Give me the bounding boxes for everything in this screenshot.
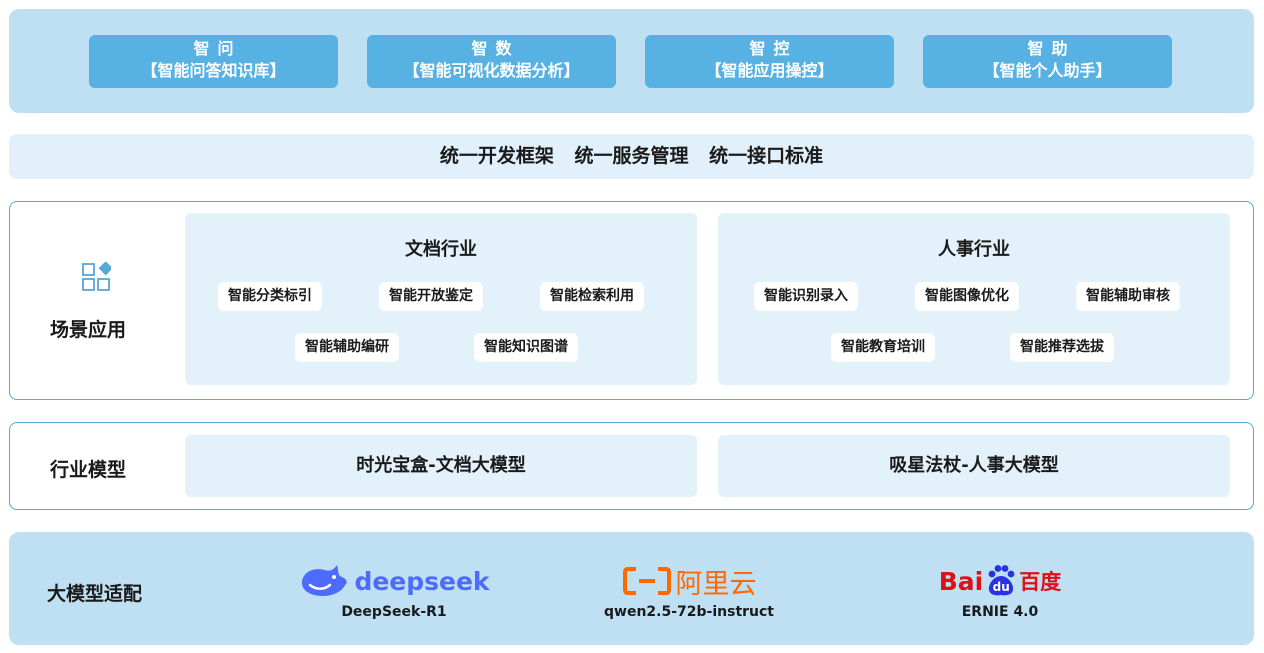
capability-subtitle: 【智能个人助手】 <box>983 61 1112 80</box>
deepseek-wordmark: deepseek <box>354 566 490 596</box>
scenario-chip[interactable]: 智能知识图谱 <box>474 333 578 362</box>
whale-icon <box>302 565 348 596</box>
baidu-paw-text: du <box>992 580 1010 594</box>
scenario-chip[interactable]: 智能分类标引 <box>218 282 322 311</box>
capability-subtitle: 【智能可视化数据分析】 <box>403 61 580 80</box>
scenario-chip[interactable]: 智能图像优化 <box>915 282 1019 311</box>
hr-industry: 人事行业 智能识别录入 智能图像优化 智能辅助审核 智能教育培训 智能推荐选拔 <box>718 213 1230 385</box>
capability-zhishu[interactable]: 智数 【智能可视化数据分析】 <box>367 35 616 88</box>
capability-title: 智数 <box>471 39 520 58</box>
capability-title: 智问 <box>193 39 242 58</box>
scenario-chip[interactable]: 智能推荐选拔 <box>1010 333 1114 362</box>
capability-subtitle: 【智能应用操控】 <box>705 61 834 80</box>
llm-deepseek[interactable]: deepseek DeepSeek-R1 <box>279 562 509 620</box>
capability-band: 智问 【智能问答知识库】 智数 【智能可视化数据分析】 智控 【智能应用操控】 … <box>9 9 1254 113</box>
capability-zhiwen[interactable]: 智问 【智能问答知识库】 <box>89 35 338 88</box>
capability-title: 智控 <box>749 39 798 58</box>
aliyun-model-name: qwen2.5-72b-instruct <box>604 604 774 620</box>
industry-model-label: 行业模型 <box>50 459 127 481</box>
doc-industry: 文档行业 智能分类标引 智能开放鉴定 智能检索利用 智能辅助编研 智能知识图谱 <box>185 213 697 385</box>
capability-title: 智助 <box>1027 39 1076 58</box>
deepseek-logo: deepseek <box>279 562 509 600</box>
scenario-chip[interactable]: 智能检索利用 <box>540 282 644 311</box>
framework-band: 统一开发框架 统一服务管理 统一接口标准 <box>9 134 1254 179</box>
deepseek-model-name: DeepSeek-R1 <box>341 604 447 620</box>
aliyun-logo: 阿里云 <box>574 562 804 600</box>
scenario-chip[interactable]: 智能教育培训 <box>831 333 935 362</box>
apps-icon <box>82 262 111 291</box>
llm-band: 大模型适配 deepseek DeepSeek-R1 阿里云 qwen2.5-7… <box>9 532 1254 645</box>
scenario-panel: 场景应用 文档行业 智能分类标引 智能开放鉴定 智能检索利用 智能辅助编研 智能… <box>9 201 1254 400</box>
industry-model-panel: 行业模型 时光宝盒-文档大模型 吸星法杖-人事大模型 <box>9 422 1254 510</box>
doc-industry-title: 文档行业 <box>405 239 477 260</box>
capability-zhikong[interactable]: 智控 【智能应用操控】 <box>645 35 894 88</box>
aliyun-bracket-icon <box>622 567 671 595</box>
baidu-wordmark: Bai <box>938 566 984 596</box>
baidu-paw-icon: du <box>984 564 1018 598</box>
llm-label: 大模型适配 <box>47 583 143 605</box>
baidu-logo: Bai du 百度 <box>885 562 1115 600</box>
aliyun-wordmark: 阿里云 <box>675 568 757 600</box>
doc-model-box[interactable]: 时光宝盒-文档大模型 <box>185 435 697 497</box>
hr-industry-title: 人事行业 <box>938 239 1010 260</box>
scenario-chip[interactable]: 智能识别录入 <box>754 282 858 311</box>
scenario-label: 场景应用 <box>50 319 127 341</box>
capability-subtitle: 【智能问答知识库】 <box>141 61 286 80</box>
capability-zhizhu[interactable]: 智助 【智能个人助手】 <box>923 35 1172 88</box>
baidu-chinese-wordmark: 百度 <box>1019 570 1062 594</box>
scenario-chip[interactable]: 智能辅助审核 <box>1076 282 1180 311</box>
llm-baidu[interactable]: Bai du 百度 ERNIE 4.0 <box>885 562 1115 620</box>
scenario-chip[interactable]: 智能辅助编研 <box>295 333 399 362</box>
llm-aliyun[interactable]: 阿里云 qwen2.5-72b-instruct <box>574 562 804 620</box>
hr-model-box[interactable]: 吸星法杖-人事大模型 <box>718 435 1230 497</box>
scenario-chip[interactable]: 智能开放鉴定 <box>379 282 483 311</box>
baidu-model-name: ERNIE 4.0 <box>961 604 1039 620</box>
